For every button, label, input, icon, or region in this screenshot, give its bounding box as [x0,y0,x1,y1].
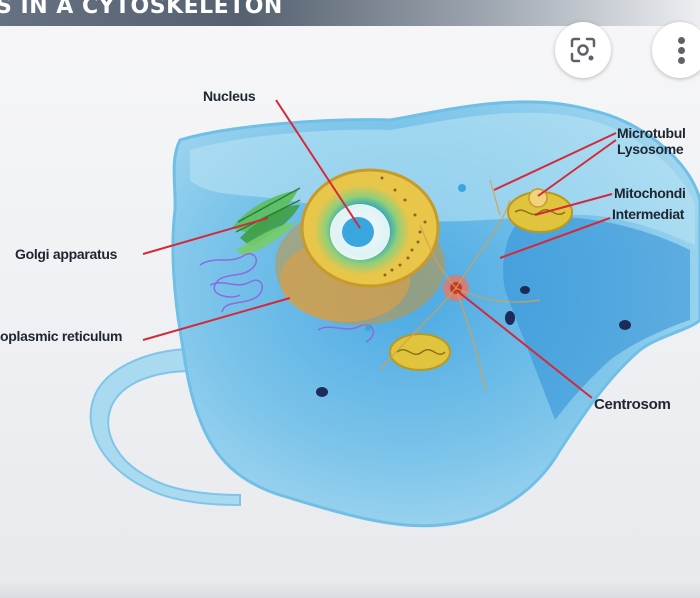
nucleolus [342,217,374,247]
title-strip [0,0,700,26]
cell-tail [89,348,241,507]
page-title: S IN A CYTOSKELETON [0,0,283,19]
mitochondrion-top [507,191,573,233]
label-microtubule: Microtubul [617,125,686,141]
more-vert-icon [678,37,686,65]
mitochondrion-bottom [389,333,451,371]
label-nucleus: Nucleus [203,88,256,104]
more-options-button[interactable] [652,22,700,78]
mitochondria-leader [534,193,613,216]
centrosome-leader [455,289,593,399]
microtubule-leader [493,132,617,191]
label-intermediate: Intermediat [612,206,685,222]
lysosome-leader [537,139,617,197]
golgi-apparatus [232,187,301,256]
label-endoplasmic-reticulum: oplasmic reticulum [0,328,123,344]
label-lysosome: Lysosome [617,141,684,157]
label-centrosome: Centrosom [594,396,671,413]
lens-search-icon [570,37,596,63]
golgi-leader [142,217,269,255]
nucleus [300,168,440,288]
vesicles [316,286,631,397]
cytoskeleton-fibres [379,179,541,391]
label-mitochondria: Mitochondi [614,185,686,201]
endoplasmic-reticulum [199,253,375,343]
intermediate-leader [499,217,611,259]
er-leader [142,297,291,341]
lens-search-button[interactable] [555,22,611,78]
leader-lines [142,99,617,399]
nucleus-leader [275,99,361,229]
label-golgi-apparatus: Golgi apparatus [15,246,118,262]
bottom-edge [0,580,700,598]
cytoplasm-region-right [503,216,690,420]
